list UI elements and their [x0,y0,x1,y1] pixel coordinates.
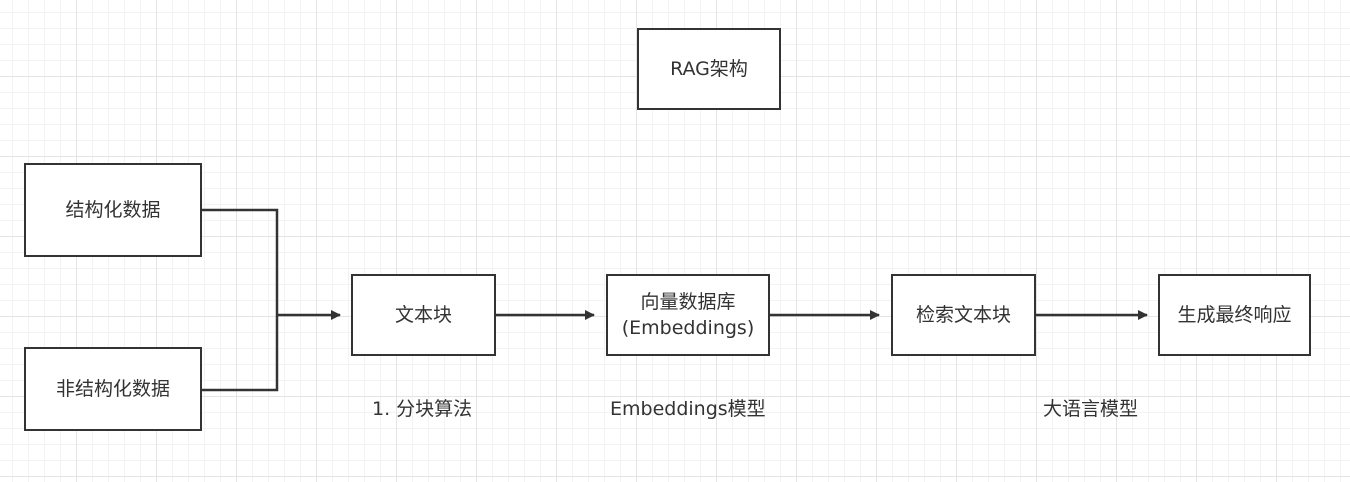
vector-db-label: 向量数据库 [640,291,736,313]
edge-unstructured-to-junction [202,315,279,392]
embeddings-model-caption: Embeddings模型 [610,398,766,420]
retrieve-chunks-node: 检索文本块 [891,274,1036,356]
title-box: RAG架构 [637,28,781,110]
edge-structured-to-junction [202,208,279,315]
structured-data-label: 结构化数据 [65,199,161,221]
final-response-node: 生成最终响应 [1158,274,1311,356]
text-chunks-label: 文本块 [394,304,452,326]
text-chunks-node: 文本块 [351,274,496,356]
unstructured-data-label: 非结构化数据 [55,378,170,400]
vector-db-sublabel: (Embeddings) [621,317,755,339]
retrieve-chunks-label: 检索文本块 [915,304,1011,326]
llm-caption: 大语言模型 [1043,398,1139,420]
title-label: RAG架构 [670,58,748,80]
chunking-algorithm-caption: 1. 分块算法 [372,398,473,420]
vector-db-node: 向量数据库 (Embeddings) [606,274,770,356]
structured-data-node: 结构化数据 [24,163,202,257]
unstructured-data-node: 非结构化数据 [24,347,202,431]
final-response-label: 生成最终响应 [1177,304,1292,326]
